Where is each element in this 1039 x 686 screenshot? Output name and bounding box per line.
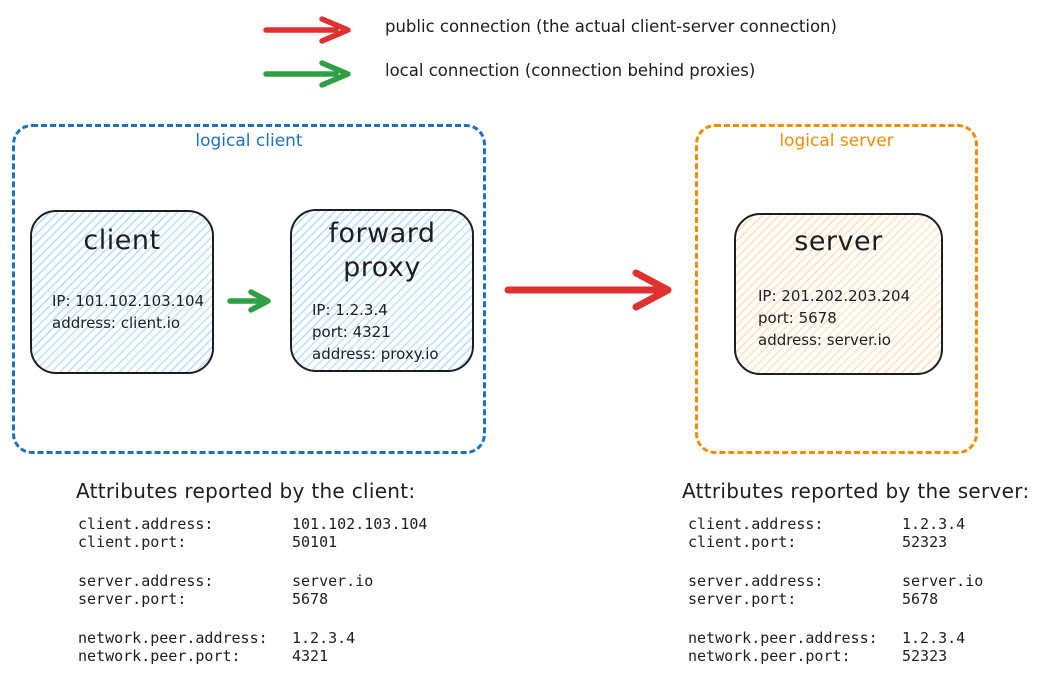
attr-value: 52323 bbox=[902, 647, 948, 665]
proxy-ip: IP: 1.2.3.4 bbox=[312, 301, 388, 319]
local-connection-arrow-icon bbox=[263, 60, 351, 88]
attr-key: server.address: bbox=[78, 572, 214, 590]
attr-key: client.address: bbox=[78, 515, 214, 533]
attr-value: 1.2.3.4 bbox=[292, 629, 356, 647]
client-address: address: client.io bbox=[52, 314, 181, 332]
attr-key: server.port: bbox=[78, 590, 187, 608]
forward-proxy-node-title: forward proxy bbox=[328, 218, 436, 283]
attr-row: client.address: 101.102.103.104 bbox=[78, 515, 427, 533]
server-node-title: server bbox=[794, 226, 883, 257]
proxy-address: address: proxy.io bbox=[312, 345, 439, 363]
server-attributes-heading: Attributes reported by the server: bbox=[682, 479, 1030, 503]
proxy-port: port: 4321 bbox=[312, 323, 391, 341]
logical-client-label: logical client bbox=[195, 131, 303, 151]
attr-value: 101.102.103.104 bbox=[292, 515, 428, 533]
attr-value: 1.2.3.4 bbox=[902, 515, 966, 533]
client-node: client IP: 101.102.103.104 address: clie… bbox=[30, 210, 214, 374]
legend-label-local-connection: local connection (connection behind prox… bbox=[385, 61, 756, 80]
attr-key: server.port: bbox=[688, 590, 797, 608]
server-attributes-block: client.address: 1.2.3.4 client.port: 523… bbox=[688, 515, 983, 686]
forward-proxy-node: forward proxy IP: 1.2.3.4 port: 4321 add… bbox=[290, 209, 474, 372]
client-attr-group: client.address: 101.102.103.104 client.p… bbox=[78, 515, 427, 551]
client-attributes-heading: Attributes reported by the client: bbox=[76, 479, 416, 503]
attr-row: client.port: 50101 bbox=[78, 533, 427, 551]
attr-key: network.peer.address: bbox=[78, 629, 268, 647]
server-ip: IP: 201.202.203.204 bbox=[758, 287, 911, 305]
server-attr-group: server.address: server.io server.port: 5… bbox=[688, 572, 983, 608]
public-connection-arrow-icon bbox=[504, 269, 672, 311]
legend-label-public-connection: public connection (the actual client-ser… bbox=[385, 17, 837, 36]
attr-value: 1.2.3.4 bbox=[902, 629, 966, 647]
client-ip: IP: 101.102.103.104 bbox=[52, 292, 205, 310]
client-node-details: IP: 101.102.103.104 address: client.io bbox=[52, 290, 204, 334]
attr-key: server.address: bbox=[688, 572, 824, 590]
attr-value: 5678 bbox=[902, 590, 939, 608]
local-connection-arrow-icon bbox=[227, 289, 271, 313]
attr-value: 52323 bbox=[902, 533, 948, 551]
server-attr-group: client.address: 1.2.3.4 client.port: 523… bbox=[688, 515, 983, 551]
server-node-details: IP: 201.202.203.204 port: 5678 address: … bbox=[758, 285, 933, 351]
client-node-title: client bbox=[83, 225, 161, 256]
attr-key: network.peer.port: bbox=[688, 647, 851, 665]
attr-row: client.address: 1.2.3.4 bbox=[688, 515, 983, 533]
attr-value: server.io bbox=[292, 572, 374, 590]
attr-key: client.address: bbox=[688, 515, 824, 533]
attr-row: network.peer.address: 1.2.3.4 bbox=[78, 629, 427, 647]
public-connection-arrow-icon bbox=[263, 16, 351, 44]
client-attributes-block: client.address: 101.102.103.104 client.p… bbox=[78, 515, 427, 686]
client-attr-group: network.peer.address: 1.2.3.4 network.pe… bbox=[78, 629, 427, 665]
attr-row: network.peer.port: 52323 bbox=[688, 647, 983, 665]
attr-row: network.peer.address: 1.2.3.4 bbox=[688, 629, 983, 647]
attr-value: 5678 bbox=[292, 590, 329, 608]
attr-row: server.port: 5678 bbox=[78, 590, 427, 608]
attr-row: server.address: server.io bbox=[78, 572, 427, 590]
attr-key: client.port: bbox=[688, 533, 797, 551]
attr-key: client.port: bbox=[78, 533, 187, 551]
logical-client-group: logical client client IP: 101.102.103.10… bbox=[12, 124, 486, 454]
attr-key: network.peer.address: bbox=[688, 629, 878, 647]
server-address: address: server.io bbox=[758, 331, 891, 349]
logical-server-label: logical server bbox=[779, 131, 894, 151]
attr-value: server.io bbox=[902, 572, 984, 590]
server-port: port: 5678 bbox=[758, 309, 837, 327]
server-attr-group: network.peer.address: 1.2.3.4 network.pe… bbox=[688, 629, 983, 665]
attr-value: 4321 bbox=[292, 647, 329, 665]
attr-key: network.peer.port: bbox=[78, 647, 241, 665]
forward-proxy-node-details: IP: 1.2.3.4 port: 4321 address: proxy.io bbox=[312, 299, 464, 365]
client-attr-group: server.address: server.io server.port: 5… bbox=[78, 572, 427, 608]
server-node: server IP: 201.202.203.204 port: 5678 ad… bbox=[734, 213, 943, 375]
attr-value: 50101 bbox=[292, 533, 338, 551]
logical-server-group: logical server server IP: 201.202.203.20… bbox=[695, 124, 978, 454]
attr-row: network.peer.port: 4321 bbox=[78, 647, 427, 665]
attr-row: client.port: 52323 bbox=[688, 533, 983, 551]
attr-row: server.port: 5678 bbox=[688, 590, 983, 608]
attr-row: server.address: server.io bbox=[688, 572, 983, 590]
